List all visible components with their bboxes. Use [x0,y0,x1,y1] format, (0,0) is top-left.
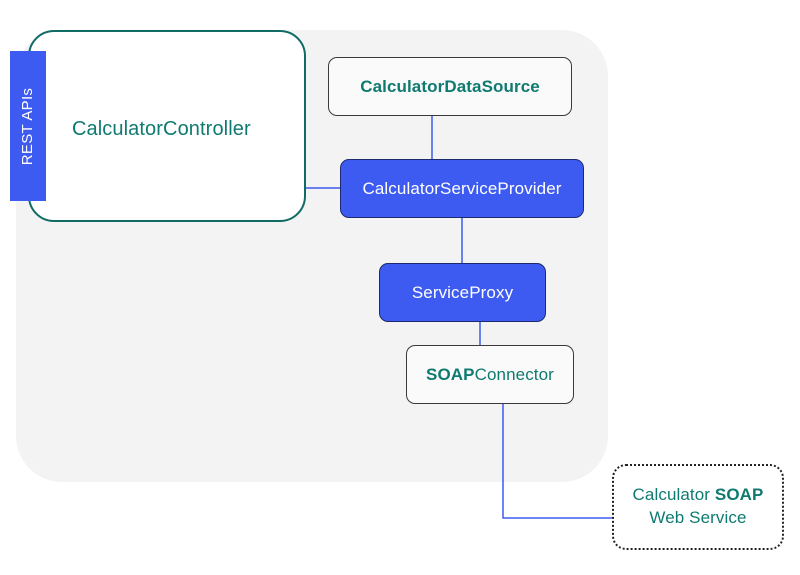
calculator-serviceprovider-node[interactable]: CalculatorServiceProvider [340,159,584,218]
calculator-datasource-label: CalculatorDataSource [360,76,540,96]
rest-apis-tab[interactable]: REST APIs [10,51,46,201]
webservice-line-1: Calculator SOAP [633,484,764,507]
calculator-serviceprovider-label: CalculatorServiceProvider [362,178,562,198]
serviceproxy-node[interactable]: ServiceProxy [379,263,546,322]
soapconnector-label-bold: SOAP [426,364,475,384]
calculator-datasource-node[interactable]: CalculatorDataSource [328,57,572,116]
calculator-controller-label: CalculatorController [72,118,251,140]
rest-apis-label: REST APIs [19,87,37,165]
calculator-controller-node[interactable]: CalculatorController [28,30,306,222]
webservice-line-2: Web Service [649,508,747,527]
webservice-line-1b: SOAP [714,485,764,505]
calculator-soap-webservice-node[interactable]: Calculator SOAP Web Service [612,464,784,550]
serviceproxy-label: ServiceProxy [411,282,514,302]
webservice-line-1a: Calculator [632,485,715,505]
soapconnector-label-rest: Connector [474,364,554,384]
